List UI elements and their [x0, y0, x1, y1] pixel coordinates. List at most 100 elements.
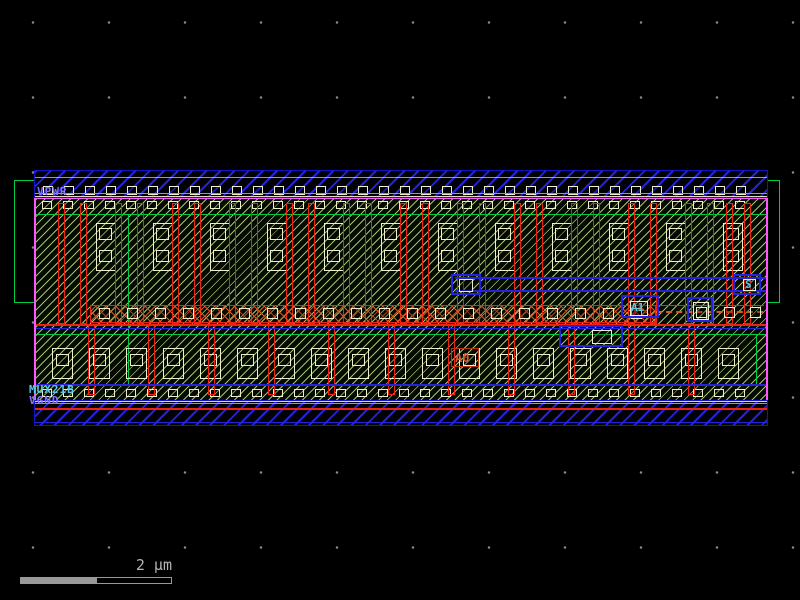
contact-cut [693, 389, 703, 397]
diffusion-region[interactable] [533, 348, 554, 379]
poly-gate[interactable] [457, 203, 464, 324]
vgnd-rail[interactable] [34, 400, 768, 426]
diffusion-region[interactable] [570, 348, 591, 379]
poly-gate[interactable] [251, 203, 258, 324]
rail-contact-cut [127, 186, 137, 195]
contact-cut [315, 354, 328, 366]
contact-cut [168, 201, 178, 209]
rail-contact-cut [211, 186, 221, 195]
poly-gate[interactable] [229, 203, 236, 324]
metal1-contact-box[interactable] [559, 325, 623, 347]
poly-gate[interactable] [422, 203, 429, 324]
metal1-contact-box[interactable] [687, 297, 713, 322]
poly-gate[interactable] [286, 203, 293, 324]
poly-gate[interactable] [479, 203, 486, 324]
rail-contact-cut [169, 186, 179, 195]
contact-cut [743, 279, 756, 291]
metal1-route[interactable] [455, 290, 766, 292]
poly-gate[interactable] [726, 203, 733, 324]
contact-cut [295, 308, 306, 319]
poly-gate[interactable] [343, 203, 350, 324]
pin-a0[interactable]: A0 [451, 348, 479, 367]
contact-cut [672, 389, 682, 397]
contact-cut [270, 228, 283, 240]
diffusion-region[interactable] [644, 348, 665, 379]
contact-cut [384, 228, 397, 240]
contact-cut [612, 228, 625, 240]
poly-gate[interactable] [172, 203, 179, 324]
rail-contact-cut [715, 186, 725, 195]
contact-cut[interactable] [724, 307, 735, 318]
diffusion-region[interactable] [200, 348, 221, 379]
poly-gate[interactable] [400, 203, 407, 324]
vpwr-rail[interactable] [34, 170, 768, 198]
metal1-contact-box[interactable] [451, 274, 481, 295]
contact-cut [555, 228, 568, 240]
poly-gate[interactable] [571, 203, 578, 324]
diffusion-region[interactable] [718, 348, 739, 379]
contact-cut [547, 308, 558, 319]
poly-gate[interactable] [137, 203, 144, 324]
contact-cut[interactable] [696, 307, 707, 318]
diffusion-region[interactable] [52, 348, 73, 379]
metal1-route[interactable] [36, 384, 766, 386]
diffusion-region[interactable] [723, 223, 743, 271]
contact-cut [407, 308, 418, 319]
diffusion-region[interactable] [496, 348, 517, 379]
rail-contact-cut [484, 186, 494, 195]
contact-cut [99, 228, 112, 240]
cell-body[interactable]: S A1 A0 [34, 197, 768, 403]
contact-cut [546, 389, 556, 397]
contact-cut[interactable] [750, 307, 761, 318]
contact-cut [147, 201, 157, 209]
pin-s-label: S [745, 278, 752, 291]
contact-cut [42, 201, 52, 209]
diffusion-region[interactable] [607, 348, 628, 379]
diffusion-region[interactable] [385, 348, 406, 379]
contact-cut [204, 354, 217, 366]
poly-gate[interactable] [365, 203, 372, 324]
vpwr-label[interactable]: VPWR [37, 185, 68, 198]
poly-gate[interactable] [650, 203, 657, 324]
contact-cut [574, 354, 587, 366]
metal1-route[interactable] [36, 328, 766, 329]
poly-gate[interactable] [593, 203, 600, 324]
contact-cut [231, 389, 241, 397]
contact-cut [211, 308, 222, 319]
diffusion-region[interactable] [163, 348, 184, 379]
diffusion-region[interactable] [681, 348, 702, 379]
diffusion-region[interactable] [89, 348, 110, 379]
poly-gate[interactable] [58, 203, 65, 324]
poly-gate[interactable] [685, 203, 692, 324]
poly-gate[interactable] [744, 203, 751, 324]
poly-gate[interactable] [707, 203, 714, 324]
diffusion-region[interactable] [422, 348, 443, 379]
contact-cut [498, 228, 511, 240]
poly-gate[interactable] [628, 203, 635, 324]
rail-edge-line [35, 193, 767, 194]
contact-cut [294, 389, 304, 397]
poly-gate[interactable] [194, 203, 201, 324]
contact-cut [168, 389, 178, 397]
cell-name-label[interactable]: MUX21B [29, 383, 75, 396]
contact-cut [575, 308, 586, 319]
pin-a1[interactable]: A1 [621, 295, 659, 318]
vgnd-label[interactable]: VGND [29, 394, 60, 407]
contact-cut [714, 389, 724, 397]
diffusion-region[interactable] [126, 348, 147, 379]
contact-cut [93, 354, 106, 366]
diffusion-region[interactable] [348, 348, 369, 379]
pin-s[interactable]: S [733, 274, 761, 295]
rail-edge-line [35, 401, 767, 402]
poly-gate[interactable] [536, 203, 543, 324]
diffusion-region[interactable] [237, 348, 258, 379]
diffusion-region[interactable] [311, 348, 332, 379]
rail-contact-row [35, 171, 767, 197]
poly-gate[interactable] [115, 203, 122, 324]
poly-gate[interactable] [80, 203, 87, 324]
poly-routing-band[interactable] [90, 305, 656, 323]
poly-gate[interactable] [308, 203, 315, 324]
poly-gate[interactable] [514, 203, 521, 324]
metal1-route[interactable] [455, 277, 766, 279]
